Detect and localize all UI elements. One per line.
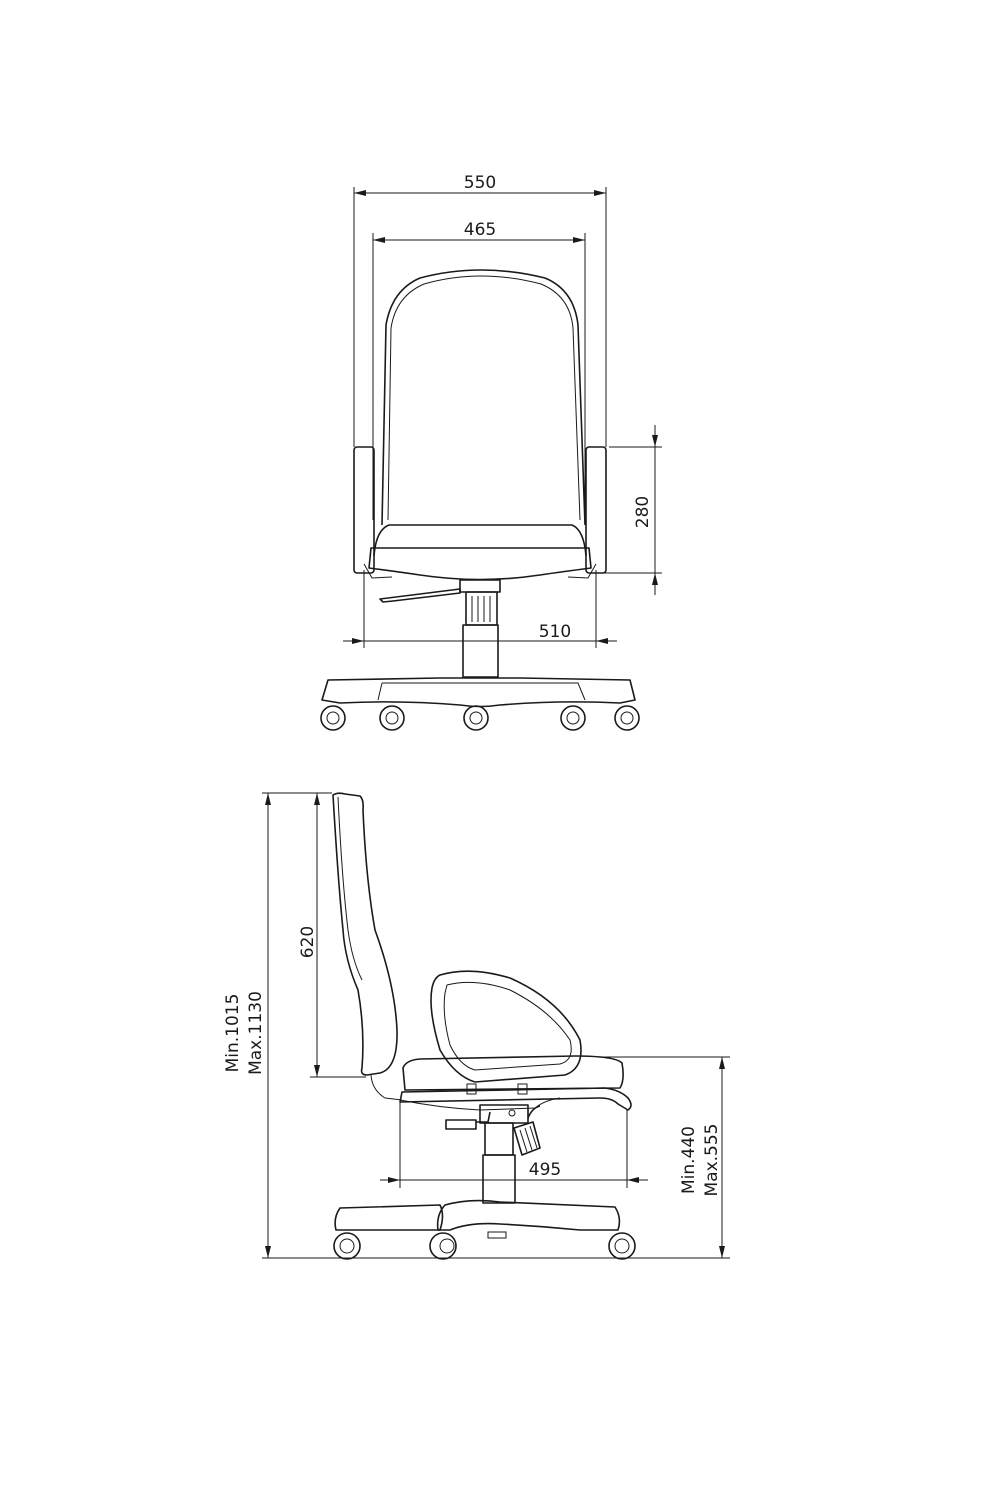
front-backrest (373, 269, 587, 557)
dim-label-max-1130: Max.1130 (246, 991, 266, 1075)
dim-seat-height: Min.440 Max.555 (600, 1056, 730, 1259)
dim-armrest-height: 280 (600, 425, 662, 595)
front-casters (320, 705, 640, 731)
front-seat (363, 547, 597, 581)
side-base (334, 1199, 621, 1239)
dim-overall-height: Min.1015 Max.1130 (223, 792, 640, 1259)
side-armrest (430, 970, 582, 1083)
side-mechanism (399, 1097, 561, 1204)
dim-label-280: 280 (633, 496, 653, 528)
dim-label-min-1015: Min.1015 (223, 994, 243, 1073)
dim-label-465: 465 (464, 220, 496, 240)
side-view: Min.1015 Max.1130 620 495 Min.440 Max.55… (223, 792, 730, 1260)
front-mechanism (379, 579, 501, 678)
dim-label-min-440: Min.440 (679, 1126, 699, 1194)
dim-label-620: 620 (298, 926, 318, 958)
dim-seat-width: 510 (343, 570, 617, 648)
dim-seat-depth: 495 (380, 1102, 648, 1188)
dim-overall-width: 550 (353, 173, 607, 447)
side-backrest (332, 792, 403, 1101)
front-view: 550 465 280 510 (320, 173, 662, 731)
dim-label-max-555: Max.555 (702, 1124, 722, 1197)
front-armrests (353, 446, 607, 574)
front-base (321, 677, 636, 708)
dim-label-550: 550 (464, 173, 496, 193)
side-seat (399, 1055, 632, 1111)
side-casters (333, 1232, 636, 1260)
dim-label-510: 510 (539, 622, 571, 642)
dim-backrest-height: 620 (298, 793, 366, 1078)
dim-label-495: 495 (529, 1160, 561, 1180)
dim-backrest-width: 465 (372, 220, 586, 520)
